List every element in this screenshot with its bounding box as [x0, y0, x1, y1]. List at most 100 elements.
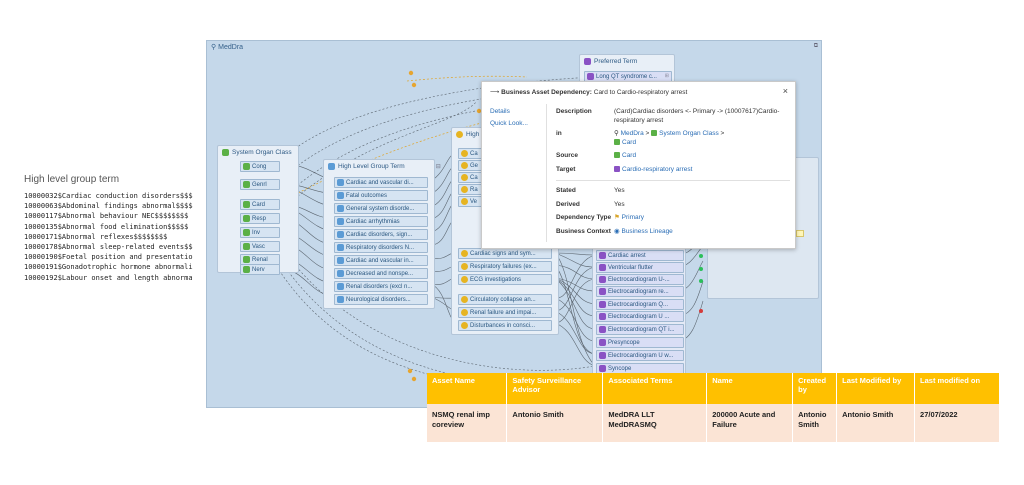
target-link[interactable]: Cardio-respiratory arrest: [622, 165, 693, 173]
pt-panel[interactable]: Cardiac arrest Ventricular flutter Elect…: [592, 246, 686, 376]
hlt-item[interactable]: Circulatory collapse an...: [458, 294, 552, 305]
close-icon[interactable]: ×: [782, 86, 788, 96]
hlgt-item-label: Cardiac disorders, sign...: [346, 231, 413, 238]
dependency-type-link[interactable]: Primary: [621, 214, 645, 221]
hlgt-item-label: Fatal outcomes: [346, 192, 388, 199]
hlt-item[interactable]: Cardiac signs and sym...: [458, 248, 552, 259]
pt-item[interactable]: Electrocardiogram QT i...: [596, 324, 684, 335]
soc-item[interactable]: Vasc: [240, 241, 280, 252]
list-item: 10000032$Cardiac conduction disorders$$$: [24, 192, 193, 200]
list-item: 10000171$Abnormal reflexes$$$$$$$$: [24, 232, 168, 241]
soc-item[interactable]: Card: [240, 199, 280, 210]
hlt-item-label: Ca: [470, 150, 478, 157]
source-link[interactable]: Card: [622, 152, 637, 159]
hlgt-item[interactable]: Cardiac disorders, sign...: [334, 229, 428, 240]
stated-value: Yes: [614, 187, 625, 194]
pt-item-icon: [599, 365, 606, 372]
hlgt-panel-title: High Level Group Term: [338, 163, 405, 170]
hlgt-item-icon: [337, 283, 344, 290]
business-context-link[interactable]: Business Lineage: [621, 227, 673, 235]
hlgt-item[interactable]: Cardiac and vascular in...: [334, 255, 428, 266]
divider: [556, 180, 790, 181]
pt-item-label: Electrocardiogram U w...: [608, 352, 674, 359]
table-cell: Antonio Smith: [792, 404, 838, 442]
path-meddra-link[interactable]: MedDra: [620, 130, 644, 137]
pt-item[interactable]: Electrocardiogram U ...: [596, 311, 684, 322]
expand-icon[interactable]: ⧉: [813, 43, 818, 49]
hlt-item[interactable]: Renal failure and impai...: [458, 307, 552, 318]
pt-item-icon: [599, 339, 606, 346]
pt-item[interactable]: Cardiac arrest: [596, 250, 684, 261]
soc-item[interactable]: Nerv: [240, 264, 280, 275]
pt-item-icon: [599, 276, 606, 283]
hlt-item[interactable]: Respiratory failures (ex...: [458, 261, 552, 272]
soc-item-icon: [243, 243, 250, 250]
soc-item[interactable]: Genrl: [240, 179, 280, 190]
hlgt-heading: High level group term: [24, 174, 120, 185]
hlgt-item[interactable]: Respiratory disorders N...: [334, 242, 428, 253]
derived-label: Derived: [556, 200, 580, 208]
soc-item-label: Cong: [252, 163, 267, 170]
domain-icon: ⚲: [211, 44, 217, 51]
note-icon[interactable]: [796, 230, 804, 237]
dependency-type-label: Dependency Type: [556, 214, 612, 221]
quick-look-link[interactable]: Quick Look...: [490, 120, 528, 127]
soc-item[interactable]: Inv: [240, 227, 280, 238]
pt-item[interactable]: Electrocardiogram U w...: [596, 350, 684, 361]
source-label: Source: [556, 152, 579, 159]
list-item: 10000117$Abnormal behaviour NEC$$$$$$$$: [24, 212, 189, 221]
pt-item[interactable]: Ventricular flutter: [596, 262, 684, 273]
hlgt-item-icon: [337, 270, 344, 277]
dependency-popup[interactable]: ⟶ Business Asset Dependency: Card to Car…: [481, 81, 796, 249]
details-link[interactable]: Details: [490, 108, 510, 115]
divider: [546, 104, 547, 242]
description-value: (Card)Cardiac disorders <- Primary -> (1…: [614, 108, 780, 124]
hlt-item[interactable]: Disturbances in consci...: [458, 320, 552, 331]
item-menu-icon[interactable]: ⊞: [664, 73, 669, 79]
hlgt-item[interactable]: Renal disorders (excl n...: [334, 281, 428, 292]
hlgt-item-label: Neurological disorders...: [346, 296, 411, 303]
hlgt-item[interactable]: General system disorde...: [334, 203, 428, 214]
list-item: 10000063$Abdominal findings abnormal$$$$: [24, 202, 193, 211]
path-card-link[interactable]: Card: [622, 138, 637, 146]
hlt-item-label: Ra: [470, 186, 478, 193]
soc-item[interactable]: Resp: [240, 213, 280, 224]
hlgt-item[interactable]: Fatal outcomes: [334, 190, 428, 201]
list-item: 10000178$Abnormal sleep-related events$$: [24, 243, 193, 252]
collapse-icon[interactable]: ⊟: [435, 164, 441, 170]
soc-icon: [651, 130, 658, 136]
pt-item-icon: [587, 73, 594, 80]
hlgt-item[interactable]: Neurological disorders...: [334, 294, 428, 305]
column-header: Name: [706, 373, 794, 404]
pt-icon: [614, 165, 620, 172]
business-context-label: Business Context: [556, 227, 611, 235]
hlgt-item[interactable]: Cardiac and vascular di...: [334, 177, 428, 188]
soc-icon: [614, 152, 620, 158]
pt-item-label: Long QT syndrome c...: [596, 73, 657, 80]
arrow-icon: ⟶: [490, 89, 500, 96]
hlt-item-icon: [461, 322, 468, 329]
hlt-item-label: Respiratory failures (ex...: [470, 263, 537, 270]
pt-item[interactable]: Electrocardiogram Q...: [596, 299, 684, 310]
pt-item[interactable]: Electrocardiogram U-...: [596, 274, 684, 285]
soc-panel[interactable]: System Organ Class Cong Genrl Card Resp …: [217, 145, 299, 275]
hlt-item[interactable]: ECG investigations: [458, 274, 552, 285]
hlgt-item[interactable]: Cardiac arrhythmias: [334, 216, 428, 227]
popup-header-label: Business Asset Dependency:: [501, 89, 592, 96]
pt-item-icon: [599, 313, 606, 320]
pt-item[interactable]: Electrocardiogram re...: [596, 286, 684, 297]
soc-item-label: Nerv: [252, 266, 265, 273]
pt-item-icon: [599, 301, 606, 308]
in-label: in: [556, 130, 562, 137]
hlgt-icon: [328, 163, 335, 170]
hlgt-item[interactable]: Decreased and nonspe...: [334, 268, 428, 279]
pt-panel-title: Preferred Term: [594, 58, 638, 65]
pt-item[interactable]: Presyncope: [596, 337, 684, 348]
soc-item-label: Inv: [252, 229, 261, 236]
hlgt-item-label: Respiratory disorders N...: [346, 244, 415, 251]
soc-item[interactable]: Cong: [240, 161, 280, 172]
hlgt-panel[interactable]: High Level Group Term ⊟ Cardiac and vasc…: [323, 159, 441, 309]
hlt-item-icon: [461, 198, 468, 205]
path-soc-link[interactable]: System Organ Class: [659, 130, 719, 137]
hlgt-panel-header: High Level Group Term ⊟: [328, 163, 441, 170]
